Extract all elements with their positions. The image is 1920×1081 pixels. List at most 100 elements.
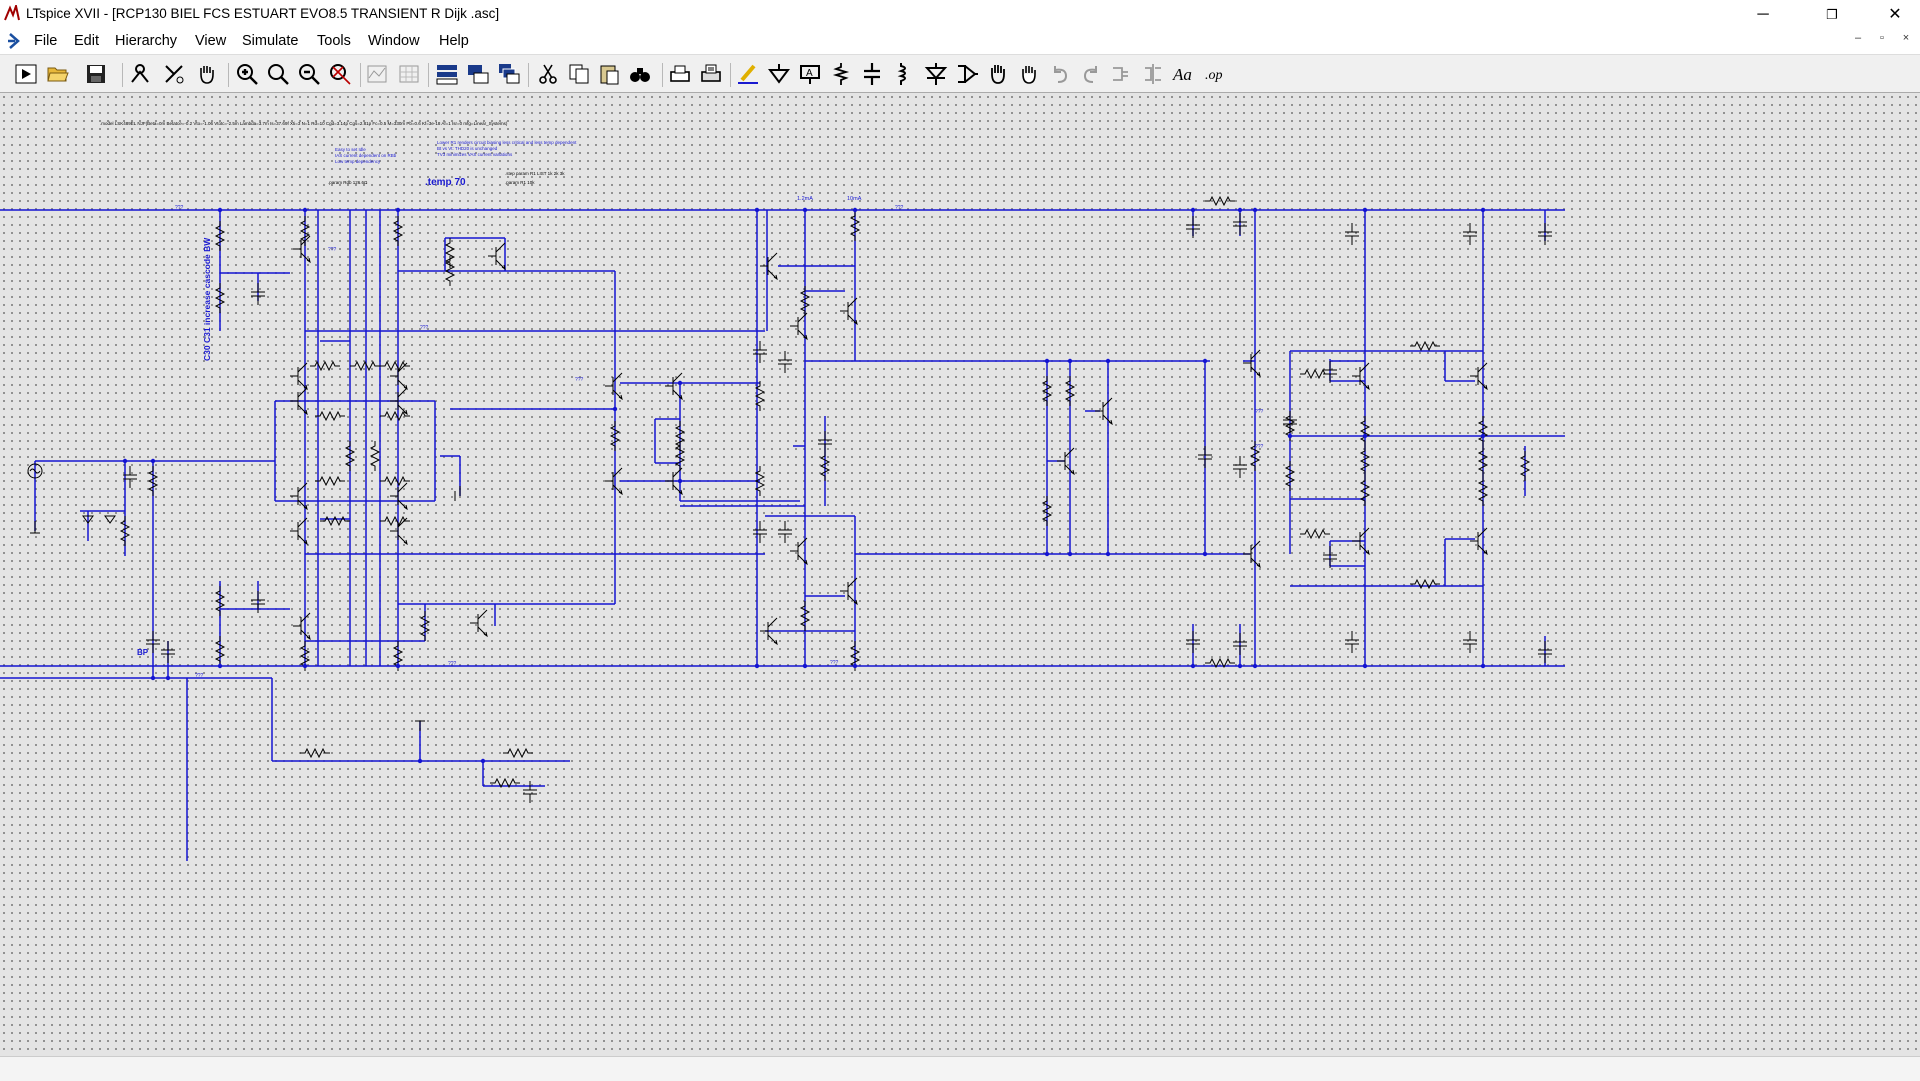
menu-edit[interactable]: Edit [74,33,99,49]
menu-file[interactable]: File [34,33,58,49]
transistor[interactable] [390,362,408,391]
open-icon[interactable] [46,62,70,86]
find-icon[interactable] [628,62,652,86]
net-label[interactable]: ??? [575,377,584,383]
capacitor[interactable] [778,351,792,373]
capacitor[interactable] [778,521,792,543]
paste-icon[interactable] [597,62,621,86]
resistor[interactable] [369,441,381,471]
transistor[interactable] [1095,397,1113,426]
vertical-note[interactable]: C30 C31 increase cascode BW [202,237,212,361]
text-icon[interactable]: Aa [1172,62,1196,86]
resistor[interactable] [799,601,811,631]
net-label[interactable]: ??? [175,205,184,211]
transistor[interactable] [790,312,808,341]
resistor[interactable] [1359,446,1371,476]
resistor[interactable] [315,410,345,422]
resistor[interactable] [214,283,226,313]
resistor[interactable] [419,611,431,641]
transistor[interactable] [840,577,858,606]
resistor[interactable] [1410,340,1440,352]
resistor[interactable] [1359,476,1371,506]
resistor[interactable] [849,211,861,241]
transistor[interactable] [470,609,488,638]
capacitor[interactable] [1538,223,1552,245]
menu-window[interactable]: Window [368,33,420,49]
net-label[interactable]: ??? [328,247,337,253]
capacitor[interactable] [1233,213,1247,235]
draw-wire-icon[interactable] [736,62,760,86]
ground-symbol[interactable] [30,521,40,534]
note-text[interactable]: TV3 minimizes VAS current variations [437,152,513,157]
capacitor[interactable] [1198,446,1212,468]
transistor[interactable] [840,297,858,326]
mdi-restore-button[interactable]: ▫ [1880,32,1884,44]
net-label[interactable]: ??? [420,325,429,331]
rotate-icon[interactable] [1110,62,1134,86]
model-directive[interactable]: .model LSK489EL NJF(Beta=0m Betatce=-0.2… [100,121,508,126]
zoom-back-icon[interactable] [297,62,321,86]
capacitor[interactable] [1283,411,1297,433]
capacitor[interactable] [1233,456,1247,478]
param-directive[interactable]: .param Rdb 126.6Ω [328,180,368,185]
mdi-minimize-button[interactable]: – [1854,32,1862,44]
transistor[interactable] [760,252,778,281]
transistor[interactable] [1352,527,1370,556]
cascade-icon[interactable] [497,62,521,86]
diodes[interactable] [82,515,116,524]
resistor[interactable] [1477,476,1489,506]
cut-icon[interactable] [536,62,560,86]
resistor[interactable] [490,777,520,789]
net-label[interactable]: ??? [1255,409,1264,415]
resistor[interactable] [1284,461,1296,491]
inductor-icon[interactable] [891,62,915,86]
transistor[interactable] [290,387,308,416]
capacitor[interactable] [251,591,265,613]
menu-view[interactable]: View [195,33,227,49]
resistor[interactable] [147,466,159,496]
undo-icon[interactable] [1048,62,1072,86]
current-label[interactable]: 1.2mA [797,196,813,202]
mdi-close-button[interactable]: × [1902,32,1910,44]
resistor[interactable] [315,475,345,487]
autoscale-icon[interactable] [365,62,389,86]
resistor[interactable] [1205,195,1235,207]
transistor[interactable] [1470,527,1488,556]
current-label[interactable]: 10mA [847,196,862,202]
schematic-drawing[interactable]: .model LSK489EL NJF(Beta=0m Betatce=-0.2… [0,93,1920,1057]
transistor[interactable] [665,467,683,496]
resistor[interactable] [444,238,456,268]
resistor[interactable] [1249,441,1261,471]
resistor[interactable] [380,360,410,372]
resistor[interactable] [380,475,410,487]
resistor[interactable] [819,451,831,481]
voltage-source[interactable] [27,463,43,479]
capacitor[interactable] [1186,216,1200,238]
transistor[interactable] [790,537,808,566]
move-icon[interactable] [986,62,1010,86]
transistor[interactable] [390,482,408,511]
transistor[interactable] [488,242,506,271]
transistor[interactable] [1243,349,1261,378]
capacitor[interactable] [1186,631,1200,653]
menu-simulate[interactable]: Simulate [242,33,299,49]
net-label[interactable]: ??? [195,673,204,679]
schematic-canvas[interactable]: .model LSK489EL NJF(Beta=0m Betatce=-0.2… [0,92,1920,1057]
close-button[interactable]: ✕ [1888,6,1902,23]
resistor[interactable] [1410,578,1440,590]
transistor[interactable] [760,617,778,646]
menu-tools[interactable]: Tools [317,33,351,49]
resistor[interactable] [299,216,311,246]
resistor[interactable] [214,221,226,251]
copy-icon[interactable] [567,62,591,86]
note-text[interactable]: Low temp dependency [335,159,381,164]
resistor[interactable] [1519,451,1531,481]
transistor[interactable] [293,612,311,641]
resistor[interactable] [754,381,766,411]
transistor[interactable] [290,482,308,511]
print-setup-icon[interactable] [699,62,723,86]
capacitor[interactable] [1538,641,1552,663]
resistor[interactable] [1205,657,1235,669]
net-label[interactable]: ??? [895,205,904,211]
zoom-in-icon[interactable] [235,62,259,86]
